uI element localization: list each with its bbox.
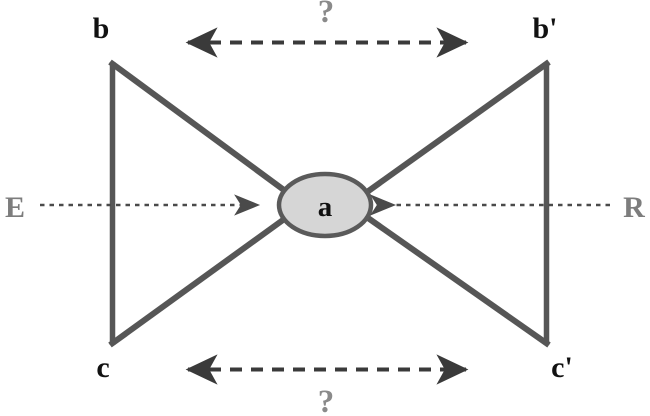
vertex-label-b: b: [93, 12, 110, 45]
center-node: a: [276, 171, 374, 239]
side-label-r: R: [623, 191, 645, 224]
top-question-mark: ?: [318, 0, 335, 30]
vertex-label-c-prime: c': [551, 351, 573, 384]
span-arrows: [185, 27, 469, 385]
bottom-question-mark: ?: [318, 384, 335, 416]
vertex-label-c: c: [96, 351, 109, 384]
vertex-label-b-prime: b': [532, 12, 557, 45]
center-node-label: a: [318, 191, 333, 223]
side-label-e: E: [5, 191, 25, 224]
